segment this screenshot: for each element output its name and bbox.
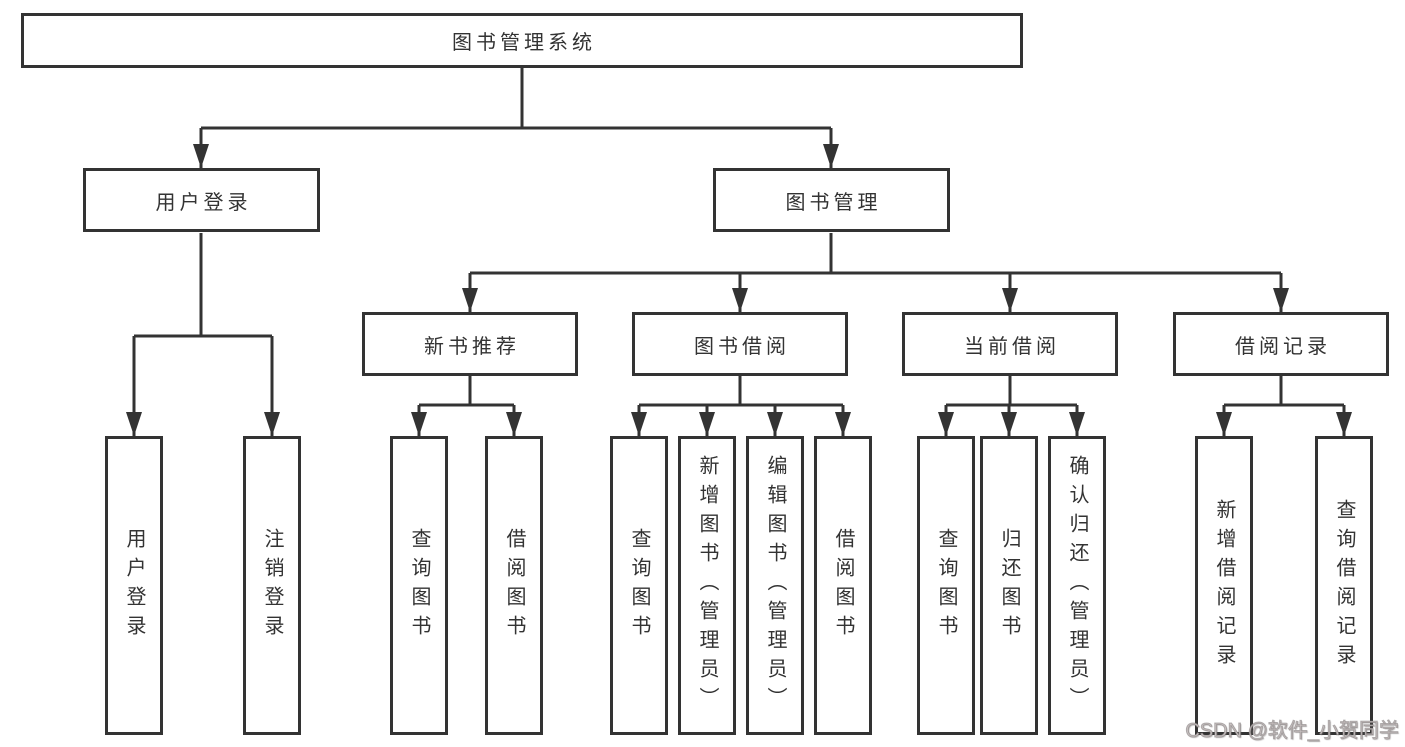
leaf-edit-books-admin: 编辑图书（管理员） xyxy=(746,436,804,735)
leaf-label: 查询图书 xyxy=(408,527,430,644)
connector-borrow-records-children xyxy=(1222,376,1346,436)
leaf-query-books-current: 查询图书 xyxy=(917,436,975,735)
leaf-label: 用户登录 xyxy=(123,527,145,644)
csdn-watermark: CSDN @软件_小贺同学 xyxy=(1185,720,1400,743)
leaf-label: 借阅图书 xyxy=(832,527,854,644)
arrow-down-icon xyxy=(411,412,427,436)
connector-book-borrow-children xyxy=(637,376,845,436)
leaf-logout: 注销登录 xyxy=(243,436,301,735)
node-new-book-recommend: 新书推荐 xyxy=(362,312,578,376)
leaf-confirm-return-admin: 确认归还（管理员） xyxy=(1048,436,1106,735)
leaf-label: 查询图书 xyxy=(628,527,650,644)
leaf-add-books-admin: 新增图书（管理员） xyxy=(678,436,736,735)
arrow-down-icon xyxy=(1001,412,1017,436)
leaf-add-borrow-record: 新增借阅记录 xyxy=(1195,436,1253,735)
leaf-label: 新增借阅记录 xyxy=(1213,498,1235,673)
arrowheads xyxy=(126,144,1352,436)
arrow-down-icon xyxy=(699,412,715,436)
arrow-down-icon xyxy=(1002,288,1018,312)
arrow-down-icon xyxy=(938,412,954,436)
arrow-down-icon xyxy=(767,412,783,436)
leaf-borrow-books: 借阅图书 xyxy=(814,436,872,735)
leaf-label: 借阅图书 xyxy=(503,527,525,644)
arrow-down-icon xyxy=(126,412,142,436)
leaf-label: 查询借阅记录 xyxy=(1333,498,1355,673)
leaf-label: 注销登录 xyxy=(261,527,283,644)
arrow-down-icon xyxy=(1273,288,1289,312)
leaf-user-login: 用户登录 xyxy=(105,436,163,735)
arrow-down-icon xyxy=(1069,412,1085,436)
leaf-return-books: 归还图书 xyxy=(980,436,1038,735)
arrow-down-icon xyxy=(732,288,748,312)
arrow-down-icon xyxy=(264,412,280,436)
arrow-down-icon xyxy=(1336,412,1352,436)
connector-new-book-recommend-children xyxy=(417,376,516,436)
node-root: 图书管理系统 xyxy=(21,13,1023,68)
leaf-query-books-recommend: 查询图书 xyxy=(390,436,448,735)
arrow-down-icon xyxy=(506,412,522,436)
leaf-query-borrow-record: 查询借阅记录 xyxy=(1315,436,1373,735)
node-book-management: 图书管理 xyxy=(713,168,950,232)
leaf-label: 确认归还（管理员） xyxy=(1066,455,1088,716)
node-borrow-records: 借阅记录 xyxy=(1173,312,1389,376)
leaf-label: 编辑图书（管理员） xyxy=(764,455,786,716)
leaf-label: 新增图书（管理员） xyxy=(696,455,718,716)
arrow-down-icon xyxy=(193,144,209,168)
node-user-login: 用户登录 xyxy=(83,168,320,232)
arrow-down-icon xyxy=(1216,412,1232,436)
leaf-borrow-books-recommend: 借阅图书 xyxy=(485,436,543,735)
connector-user-login-children xyxy=(132,233,274,436)
arrow-down-icon xyxy=(462,288,478,312)
leaf-label: 查询图书 xyxy=(935,527,957,644)
arrow-down-icon xyxy=(835,412,851,436)
connector-root-to-level2 xyxy=(199,68,833,168)
arrow-down-icon xyxy=(823,144,839,168)
node-current-borrow: 当前借阅 xyxy=(902,312,1118,376)
arrow-down-icon xyxy=(631,412,647,436)
leaf-query-books-borrow: 查询图书 xyxy=(610,436,668,735)
connector-book-management-children xyxy=(468,233,1283,312)
leaf-label: 归还图书 xyxy=(998,527,1020,644)
node-book-borrow: 图书借阅 xyxy=(632,312,848,376)
